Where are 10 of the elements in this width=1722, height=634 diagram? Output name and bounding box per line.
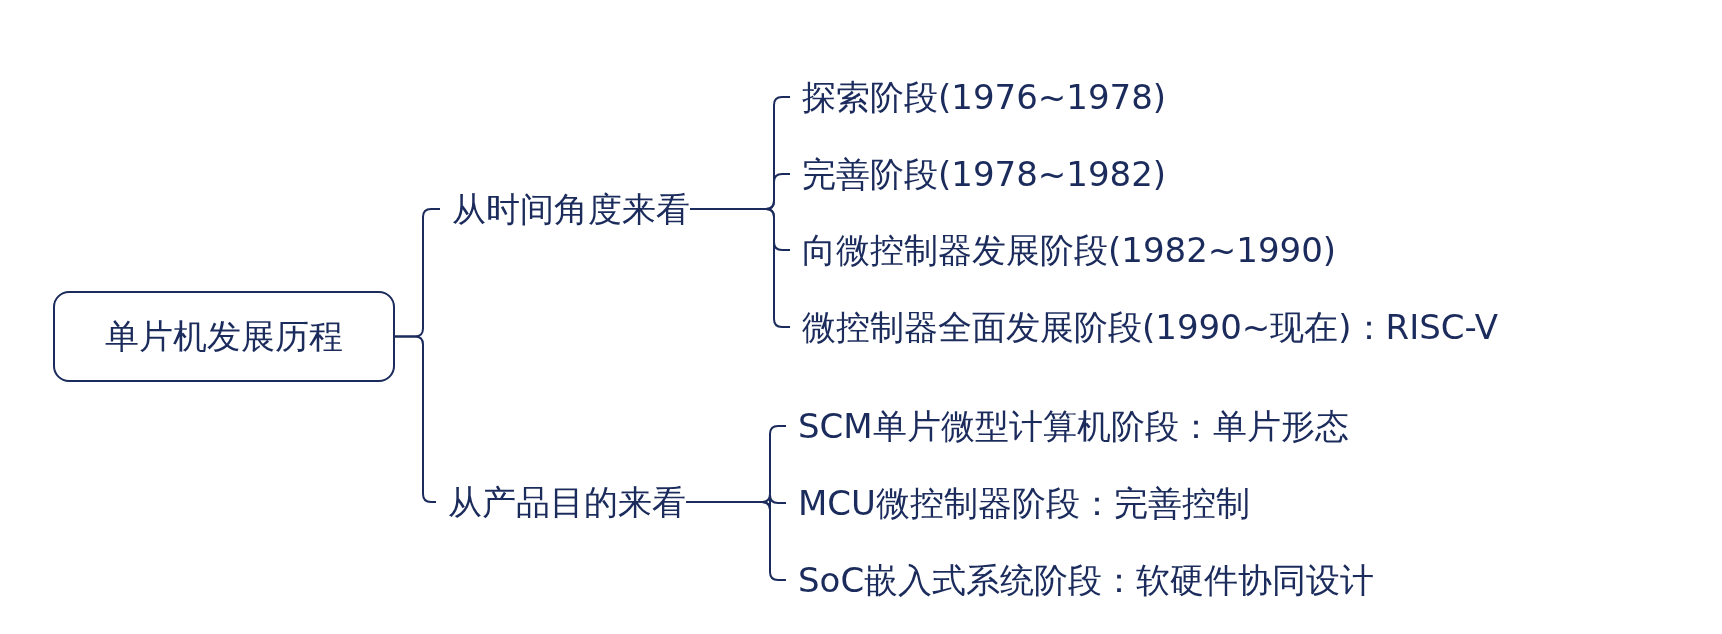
stage-label: SCM单片微型计算机阶段：单片形态	[786, 404, 1349, 448]
stage-label: 向微控制器发展阶段(1982~1990)	[790, 228, 1337, 272]
branch-label: 从时间角度来看	[440, 187, 690, 231]
branch-label: 从产品目的来看	[436, 480, 686, 524]
title-box: 单片机发展历程	[53, 291, 395, 382]
stage-label: 探索阶段(1976~1978)	[790, 75, 1167, 119]
stage-label: SoC嵌入式系统阶段：软硬件协同设计	[786, 558, 1375, 602]
stage-label: MCU微控制器阶段：完善控制	[786, 481, 1250, 525]
stage-label: 微控制器全面发展阶段(1990~现在)：RISC-V	[790, 305, 1499, 349]
stage-label: 完善阶段(1978~1982)	[790, 152, 1167, 196]
